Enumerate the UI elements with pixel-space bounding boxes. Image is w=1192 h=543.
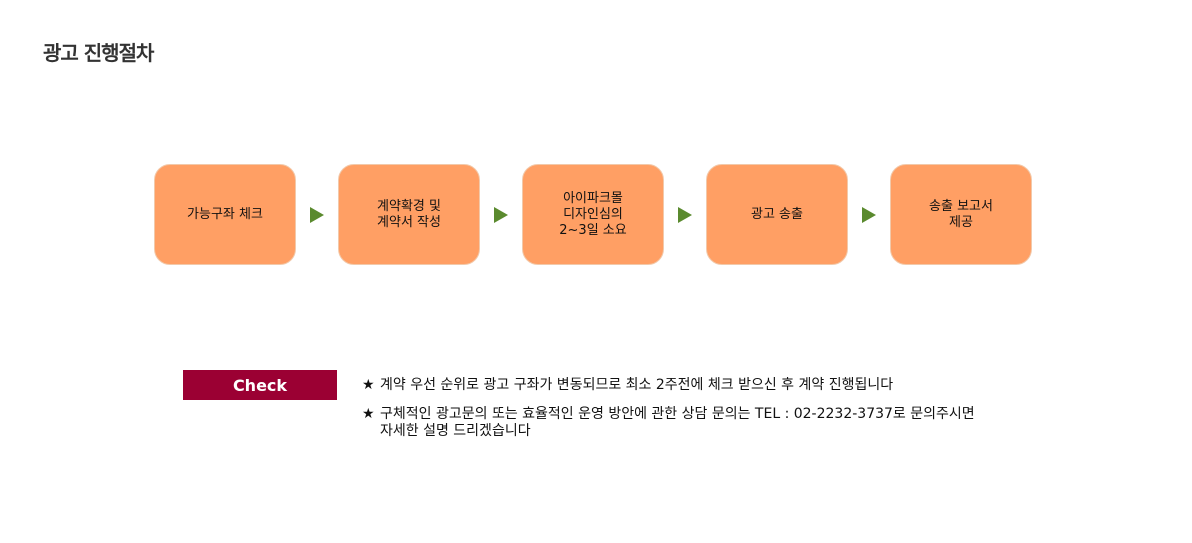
star-icon: ★ <box>362 406 375 422</box>
step-ad-broadcast: 광고 송출 <box>706 164 848 265</box>
step-design-review: 아이파크몰 디자인심의 2~3일 소요 <box>522 164 664 265</box>
step-contract: 계약확경 및 계약서 작성 <box>338 164 480 265</box>
triangle-right-icon <box>664 164 706 265</box>
note-item: ★ 구체적인 광고문의 또는 효율적인 운영 방안에 관한 상담 문의는 TEL… <box>362 406 975 440</box>
check-notes: ★ 계약 우선 순위로 광고 구좌가 변동되므로 최소 2주전에 체크 받으신 … <box>362 377 975 440</box>
triangle-right-icon <box>296 164 338 265</box>
check-badge: Check <box>183 370 337 400</box>
note-text: 구체적인 광고문의 또는 효율적인 운영 방안에 관한 상담 문의는 TEL :… <box>380 406 975 439</box>
triangle-right-icon <box>848 164 890 265</box>
note-item: ★ 계약 우선 순위로 광고 구좌가 변동되므로 최소 2주전에 체크 받으신 … <box>362 377 975 394</box>
process-flow: 가능구좌 체크 계약확경 및 계약서 작성 아이파크몰 디자인심의 2~3일 소… <box>154 164 1032 265</box>
step-report: 송출 보고서 제공 <box>890 164 1032 265</box>
page-title: 광고 진행절차 <box>43 41 154 65</box>
star-icon: ★ <box>362 377 375 393</box>
step-availability-check: 가능구좌 체크 <box>154 164 296 265</box>
triangle-right-icon <box>480 164 522 265</box>
note-text: 계약 우선 순위로 광고 구좌가 변동되므로 최소 2주전에 체크 받으신 후 … <box>380 377 894 393</box>
